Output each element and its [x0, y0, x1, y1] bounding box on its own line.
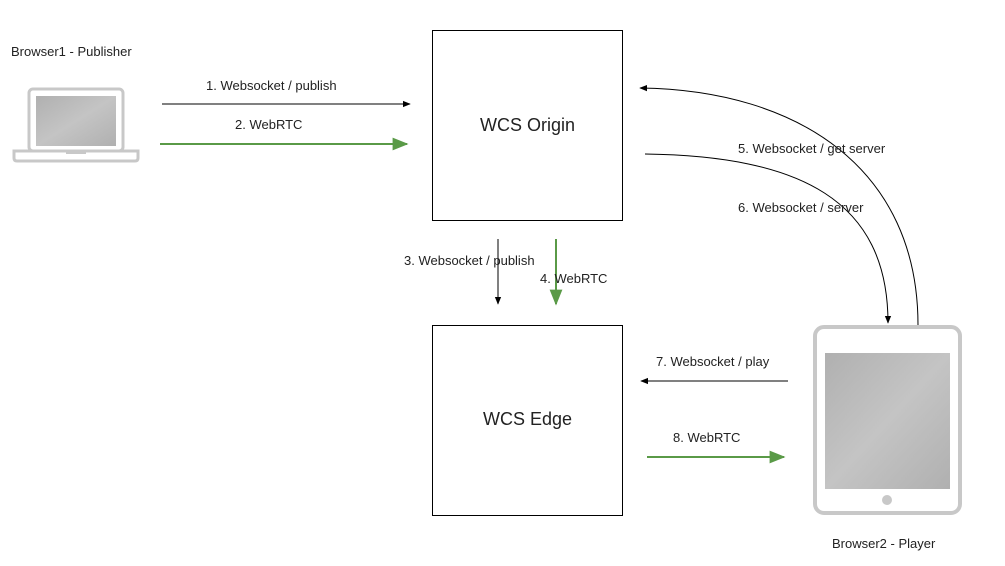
- tablet-icon: [813, 325, 962, 515]
- origin-label: WCS Origin: [479, 115, 575, 135]
- edge-label-5: 5. Websocket / get server: [738, 141, 886, 156]
- laptop-icon: [12, 87, 140, 163]
- origin-box: [432, 30, 623, 221]
- edge-label-7: 7. Websocket / play: [656, 354, 770, 369]
- arrow-6-websocket-server: [644, 153, 892, 324]
- edge-label: WCS Edge: [482, 409, 573, 429]
- edge-label-4: 4. WebRTC: [540, 271, 608, 286]
- edge-label-6: 6. Websocket / server: [738, 200, 864, 215]
- browser2-label: Browser2 - Player: [832, 536, 936, 551]
- edge-box: [432, 325, 623, 516]
- edge-label-8: 8. WebRTC: [673, 430, 741, 445]
- browser1-label: Browser1 - Publisher: [11, 44, 132, 59]
- edge-label-2: 2. WebRTC: [235, 117, 303, 132]
- edge-label-1: 1. Websocket / publish: [206, 78, 337, 93]
- edge-label-3: 3. Websocket / publish: [404, 253, 535, 268]
- arrow-5-websocket-get-server: [639, 84, 919, 326]
